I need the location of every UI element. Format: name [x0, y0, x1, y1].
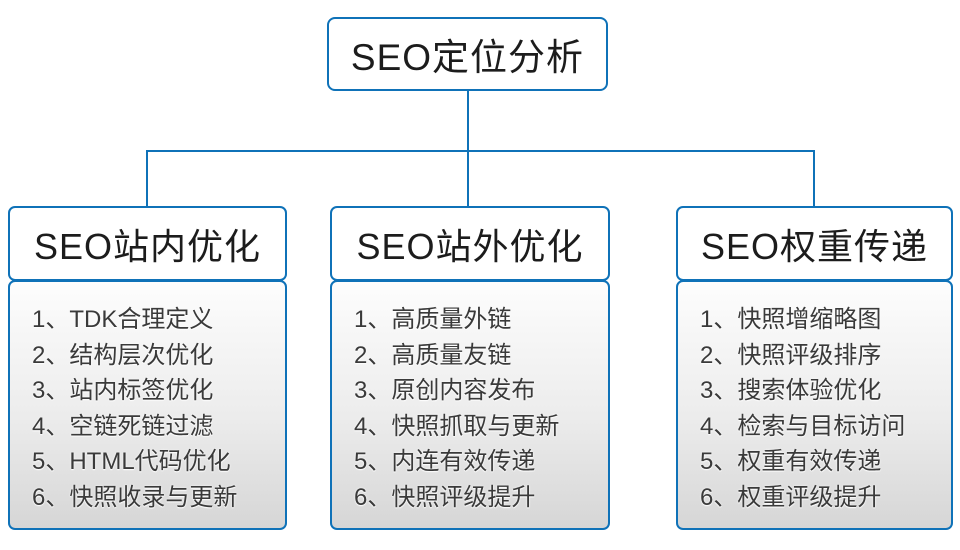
column-offsite-title: SEO站外优化	[356, 225, 584, 267]
connector-drop-right	[813, 150, 815, 208]
column-onsite: SEO站内优化 1、TDK合理定义 2、结构层次优化 3、站内标签优化 4、空链…	[8, 206, 287, 530]
list-item: 3、原创内容发布	[354, 377, 536, 404]
list-item: 2、高质量友链	[354, 341, 512, 369]
column-weight-list: 1、快照增缩略图 2、快照评级排序 3、搜索体验优化 4、检索与目标访问 5、权…	[676, 280, 953, 530]
list-item: 1、高质量外链	[354, 306, 512, 333]
column-onsite-list: 1、TDK合理定义 2、结构层次优化 3、站内标签优化 4、空链死链过滤 5、H…	[8, 280, 287, 530]
list-item: 5、HTML代码优化	[32, 448, 231, 475]
list-item: 6、权重评级提升	[700, 483, 882, 511]
list-item: 3、搜索体验优化	[700, 377, 882, 404]
root-title: SEO定位分析	[350, 37, 585, 78]
connector-root-stem	[467, 91, 469, 151]
connector-drop-left	[146, 150, 148, 208]
column-onsite-header: SEO站内优化	[8, 206, 287, 281]
list-item: 1、TDK合理定义	[32, 306, 214, 333]
list-item: 4、空链死链过滤	[32, 412, 214, 440]
list-item: 4、快照抓取与更新	[354, 412, 560, 440]
list-item: 1、快照增缩略图	[700, 306, 882, 333]
list-item: 6、快照评级提升	[354, 483, 536, 511]
list-item: 5、内连有效传递	[354, 448, 536, 475]
list-item: 2、快照评级排序	[700, 341, 882, 369]
list-item: 4、检索与目标访问	[700, 412, 906, 440]
column-onsite-title: SEO站内优化	[33, 225, 262, 267]
list-item: 5、权重有效传递	[700, 448, 882, 475]
column-offsite: SEO站外优化 1、高质量外链 2、高质量友链 3、原创内容发布 4、快照抓取与…	[330, 206, 610, 530]
root-node: SEO定位分析	[327, 17, 608, 91]
connector-drop-center	[467, 150, 469, 208]
list-item: 2、结构层次优化	[32, 341, 214, 369]
column-offsite-header: SEO站外优化	[330, 206, 610, 281]
column-weight-header: SEO权重传递	[676, 206, 953, 281]
column-weight: SEO权重传递 1、快照增缩略图 2、快照评级排序 3、搜索体验优化 4、检索与…	[676, 206, 953, 530]
column-weight-title: SEO权重传递	[700, 225, 929, 267]
column-offsite-list: 1、高质量外链 2、高质量友链 3、原创内容发布 4、快照抓取与更新 5、内连有…	[330, 280, 610, 530]
connector-horizontal	[146, 150, 815, 152]
list-item: 6、快照收录与更新	[32, 483, 238, 511]
list-item: 3、站内标签优化	[32, 377, 214, 404]
